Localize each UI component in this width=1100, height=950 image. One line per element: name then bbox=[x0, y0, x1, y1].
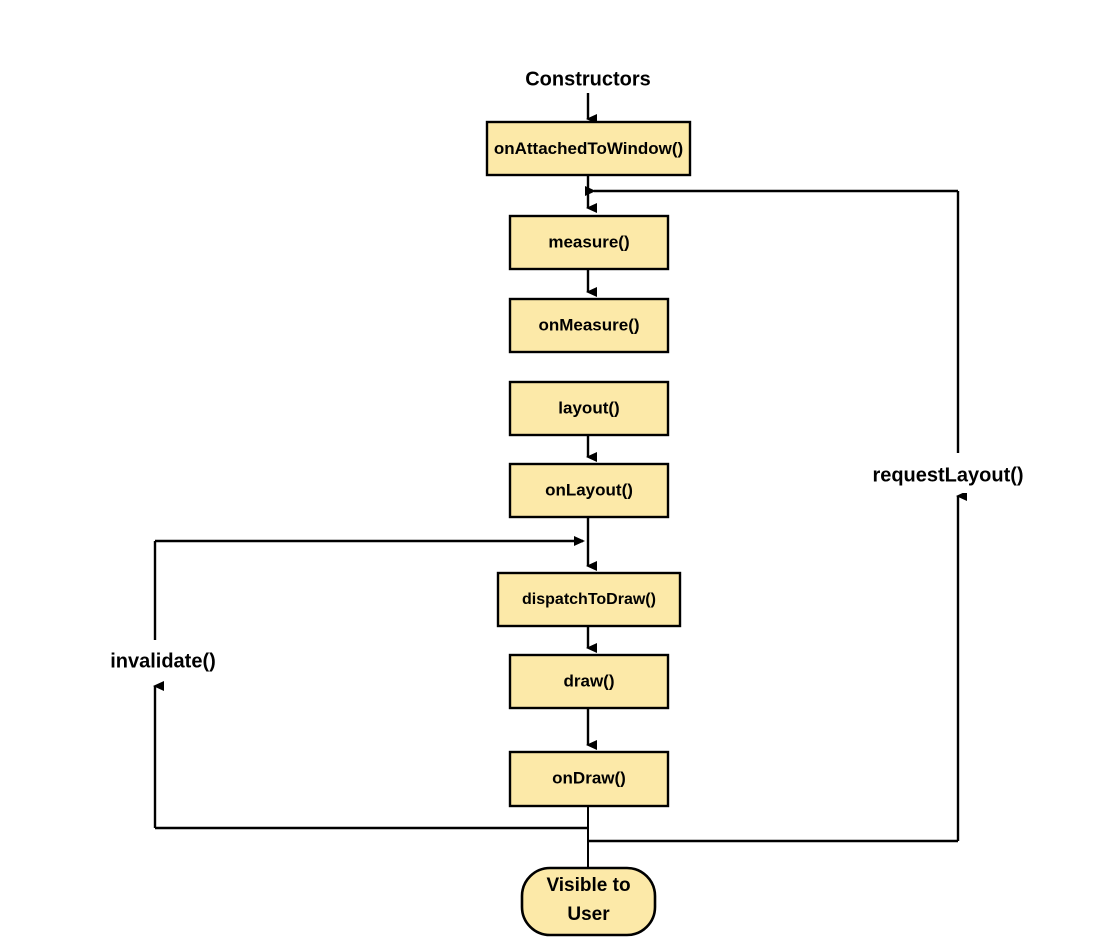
node-visible-to-user[interactable] bbox=[520, 866, 657, 937]
node-ondraw[interactable] bbox=[508, 750, 670, 808]
node-label-visible-to-user-line2: User bbox=[567, 904, 610, 925]
node-label-ondraw: onDraw() bbox=[552, 768, 626, 787]
node-label-onattachedtowindow: onAttachedToWindow() bbox=[494, 139, 683, 158]
requestlayout-label-backdrop bbox=[860, 457, 1038, 493]
node-draw[interactable] bbox=[508, 653, 670, 710]
edge-label-requestlayout: requestLayout() bbox=[872, 464, 1023, 486]
node-label-onlayout: onLayout() bbox=[545, 480, 633, 499]
node-onmeasure[interactable] bbox=[508, 297, 670, 354]
node-measure[interactable] bbox=[508, 214, 670, 271]
node-onlayout[interactable] bbox=[508, 462, 670, 519]
node-label-draw: draw() bbox=[564, 671, 615, 690]
edge-label-invalidate: invalidate() bbox=[110, 650, 216, 672]
node-label-dispatchtodraw: dispatchToDraw() bbox=[522, 591, 656, 608]
node-label-measure: measure() bbox=[548, 232, 629, 251]
node-label-onmeasure: onMeasure() bbox=[538, 315, 639, 334]
node-label-layout: layout() bbox=[558, 398, 619, 417]
node-label-visible-to-user-line1: Visible to bbox=[546, 875, 630, 896]
invalidate-label-backdrop bbox=[86, 643, 238, 679]
entry-label-constructors: Constructors bbox=[525, 68, 651, 90]
node-dispatchtodraw[interactable] bbox=[496, 571, 682, 628]
